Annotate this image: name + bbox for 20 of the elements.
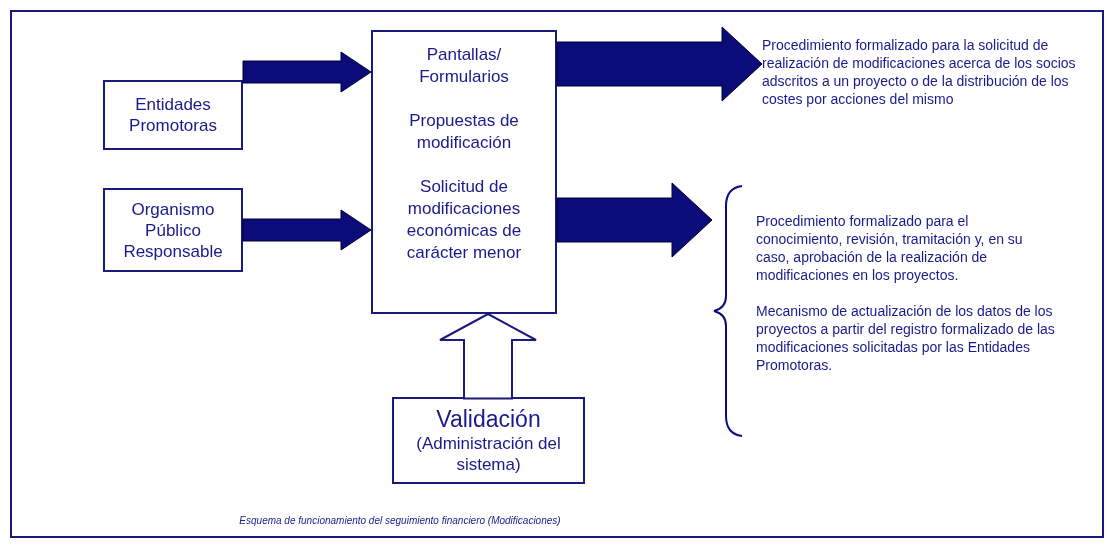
caption: Esquema de funcionamiento del seguimiento financiero (Modificaciones)	[238, 514, 562, 528]
node-text: Solicitud de modificaciones económicas de carácter menor	[405, 176, 523, 264]
process-box	[103, 188, 243, 272]
node-text: Organismo Público Responsable	[122, 198, 224, 262]
process-box	[103, 80, 243, 150]
block-arrow	[556, 26, 763, 102]
node-text: Entidades Promotoras	[128, 94, 218, 136]
process-box	[371, 30, 557, 314]
block-arrow	[439, 312, 537, 400]
block-arrow	[242, 209, 372, 251]
node-text: Validación	[436, 405, 541, 433]
node-text: Propuestas de modificación	[408, 110, 520, 154]
block-arrow	[242, 51, 372, 93]
block-arrow	[556, 182, 713, 258]
node-text: Pantallas/ Formularios	[418, 44, 510, 88]
process-box	[392, 397, 585, 484]
description-text: Procedimiento formalizado para la solicitud de realización de modificaciones acerca de los socios adscritos a un proyecto o de la distribución de los costes por acciones del mismo	[762, 36, 1077, 108]
description-text: Procedimiento formalizado para el conocimiento, revisión, tramitación y, en su caso, aprobación de la realización de modificaciones en los proyectos.	[756, 212, 1024, 284]
node-text: (Administración del sistema)	[415, 433, 562, 475]
description-text: Mecanismo de actualización de los datos de los proyectos a partir del registro formalizado de las modificaciones solicitadas por las Entidades Promotoras.	[756, 302, 1056, 374]
